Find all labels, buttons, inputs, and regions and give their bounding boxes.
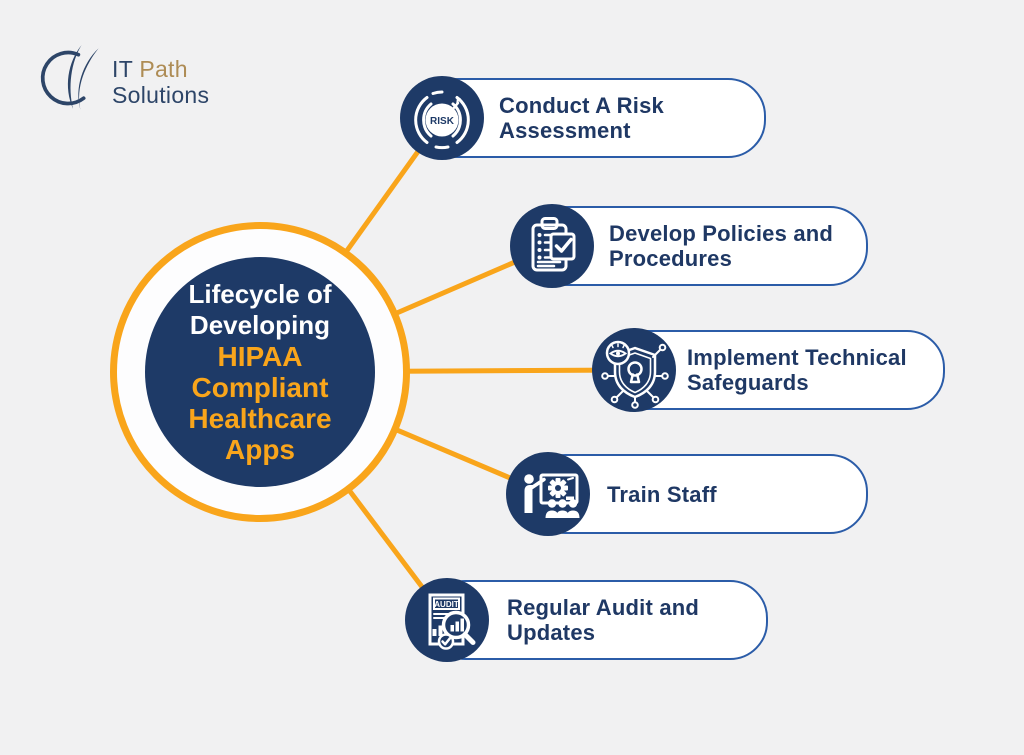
logo-wordmark: IT Path Solutions xyxy=(112,42,209,108)
audit-icon-label: AUDIT xyxy=(434,600,459,609)
step-label: Develop Policies and Procedures xyxy=(609,221,834,271)
center-line: Lifecycle of xyxy=(188,279,332,309)
shield-keyhole-network-icon xyxy=(592,328,676,412)
center-line: HIPAA xyxy=(217,341,303,372)
step-pill: Develop Policies and Procedures xyxy=(530,206,868,286)
central-topic-text: Lifecycle of Developing HIPAA Compliant … xyxy=(145,257,375,487)
clipboard-checklist-icon xyxy=(510,204,594,288)
center-line: Healthcare xyxy=(188,403,332,434)
step-label: Implement Technical Safeguards xyxy=(687,345,907,395)
center-line: Developing xyxy=(189,310,331,340)
step-pill: Regular Audit and Updates xyxy=(428,580,768,660)
risk-icon-label: RISK xyxy=(430,116,455,127)
logo-path: Path xyxy=(139,56,188,82)
logo-solutions: Solutions xyxy=(112,82,210,108)
step-label: Conduct A Risk Assessment xyxy=(499,93,664,143)
step-label: Regular Audit and Updates xyxy=(507,595,700,645)
center-line: Apps xyxy=(225,434,295,465)
risk-gauge-icon: RISK xyxy=(400,76,484,160)
central-topic-circle: Lifecycle of Developing HIPAA Compliant … xyxy=(110,222,410,522)
audit-document-magnifier-icon: AUDIT xyxy=(405,578,489,662)
it-path-solutions-logo-icon xyxy=(40,45,99,110)
company-logo: IT Path Solutions xyxy=(38,42,209,112)
staff-training-presentation-icon xyxy=(506,452,590,536)
center-line: Compliant xyxy=(191,372,329,403)
step-label: Train Staff xyxy=(607,481,717,507)
logo-it: IT xyxy=(112,56,133,82)
